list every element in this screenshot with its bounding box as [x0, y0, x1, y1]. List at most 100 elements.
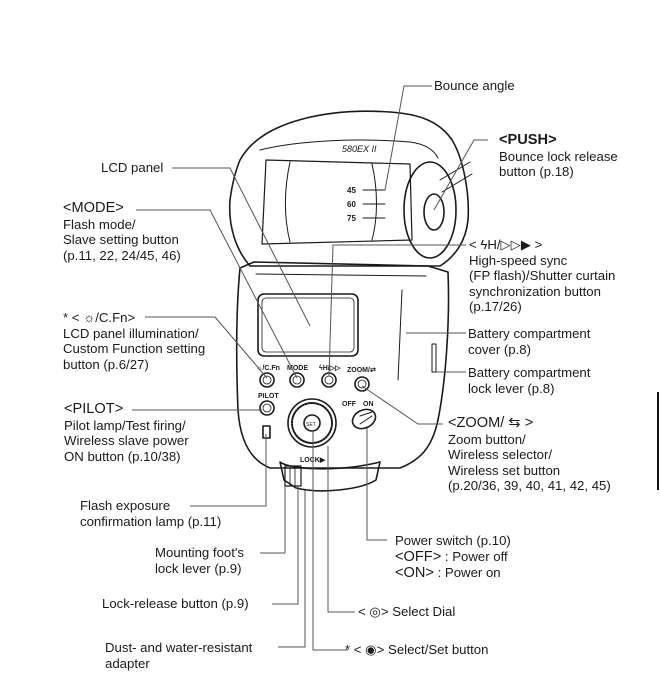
lcd-panel	[257, 293, 359, 357]
foot-lock-lever[interactable]	[284, 465, 302, 487]
battery-cover-line-1: Battery compartment	[468, 326, 591, 341]
pilot-line-2: Wireless slave power	[64, 433, 189, 449]
fec-line-1: Flash exposure	[80, 498, 171, 513]
hs-sync-line-1: High-speed sync	[469, 252, 568, 268]
label-push: <PUSH> Bounce lock release button (p.18)	[499, 132, 618, 180]
light-cfn-line-3: button (p.6/27)	[63, 356, 149, 372]
label-fec-lamp: Flash exposure confirmation lamp (p.11)	[80, 498, 221, 529]
power-off-text: : Power off	[441, 548, 508, 564]
pilot-key: <PILOT>	[64, 401, 124, 417]
leader-hs	[328, 244, 466, 377]
hs-sync-button-inner	[324, 375, 334, 385]
flash-head-outline	[228, 110, 470, 267]
leader-zoom	[361, 385, 443, 425]
label-mode: <MODE> Flash mode/ Slave setting button …	[63, 200, 181, 263]
bounce-pivot	[403, 161, 457, 259]
zoom-line-1: Zoom button/	[448, 431, 526, 447]
pilot-button-inner	[262, 403, 272, 413]
hs-sync-key: < ϟH/▷▷▶ >	[469, 237, 543, 252]
power-off-key: <OFF>	[395, 548, 442, 565]
bounce-angle-text: Bounce angle	[434, 78, 515, 93]
power-on-key: <ON>	[395, 565, 434, 582]
battery-cover-seam	[397, 289, 403, 381]
bounce-mark-45: 45	[347, 186, 356, 195]
leader-fec	[190, 434, 267, 507]
pilot-button[interactable]	[259, 400, 275, 416]
mode-button-inner	[292, 375, 302, 385]
select-dial-text: Select Dial	[388, 604, 456, 619]
light-cfn-mark: ☼/C.Fn	[256, 365, 280, 372]
leader-select-dial	[327, 446, 355, 613]
fresnel-left	[285, 161, 291, 243]
pivot-grip	[439, 161, 473, 193]
label-lock-release: Lock-release button (p.9)	[102, 596, 249, 612]
select-dial-key: < ◎>	[358, 604, 389, 619]
zoom-button-inner	[357, 379, 367, 389]
mode-button[interactable]	[289, 372, 305, 388]
leader-bounce-angle	[384, 85, 432, 191]
mode-line-2: Slave setting button	[63, 232, 179, 248]
light-cfn-line-2: Custom Function setting	[63, 341, 206, 357]
model-text: 580EX II	[342, 144, 377, 154]
select-set-key: * < ◉>	[345, 642, 385, 657]
leader-foot-lever	[260, 486, 286, 554]
push-line-2: button (p.18)	[499, 164, 574, 180]
label-light-cfn: * < ☼/C.Fn> LCD panel illumination/ Cust…	[63, 310, 205, 372]
label-bounce-angle: Bounce angle	[434, 78, 515, 94]
battery-cover-line-2: cover (p.8)	[468, 341, 532, 357]
power-switch-detail	[359, 411, 373, 425]
leader-lcd	[172, 167, 311, 327]
leader-mode	[136, 209, 298, 379]
bounce-mark-60: 60	[347, 200, 356, 209]
label-foot-lever: Mounting foot's lock lever (p.9)	[155, 545, 244, 576]
lcd-panel-text: LCD panel	[101, 160, 164, 175]
mode-mark: MODE	[287, 365, 308, 372]
light-cfn-line-1: LCD panel illumination/	[63, 325, 199, 341]
label-select-dial: < ◎> Select Dial	[358, 604, 455, 620]
flash-unit: 580EX II 45 60 75	[228, 110, 473, 492]
hs-sync-line-4: (p.17/26)	[469, 299, 522, 315]
label-battery-lock: Battery compartment lock lever (p.8)	[468, 365, 590, 396]
label-power-switch: Power switch (p.10) <OFF> : Power off <O…	[395, 533, 511, 582]
label-battery-cover: Battery compartment cover (p.8)	[468, 326, 590, 357]
label-hs-sync: < ϟH/▷▷▶ > High-speed sync (FP flash)/Sh…	[469, 237, 615, 315]
pilot-line-3: ON button (p.10/38)	[64, 448, 181, 464]
select-dial[interactable]	[287, 398, 337, 448]
off-mark: OFF	[342, 401, 357, 408]
power-switch[interactable]	[349, 406, 378, 432]
battery-lock-line-1: Battery compartment	[468, 365, 591, 380]
leader-dust	[278, 490, 306, 648]
label-select-set: * < ◉> Select/Set button	[345, 642, 488, 658]
foot-lever-line-2: lock lever (p.9)	[155, 560, 242, 576]
power-line-1: Power switch (p.10)	[395, 533, 511, 548]
push-line-1: Bounce lock release	[499, 148, 618, 164]
pilot-mark: PILOT	[258, 393, 279, 400]
select-set-button[interactable]	[303, 414, 321, 432]
label-zoom: <ZOOM/ ⇆ > Zoom button/ Wireless selecto…	[448, 415, 611, 494]
body-top-edge	[255, 273, 427, 277]
flash-head-front-panel	[261, 159, 413, 245]
light-cfn-key: * < ☼/C.Fn>	[63, 310, 136, 325]
push-button[interactable]	[423, 193, 445, 231]
on-mark: ON	[363, 401, 374, 408]
mode-line-1: Flash mode/	[63, 216, 136, 232]
mode-key: <MODE>	[63, 200, 124, 216]
fresnel-right	[371, 163, 377, 241]
leader-power	[366, 428, 387, 541]
pilot-line-1: Pilot lamp/Test firing/	[64, 417, 186, 433]
battery-lock-lever	[431, 343, 437, 373]
lock-release-text: Lock-release button (p.9)	[102, 596, 249, 611]
dust-line-1: Dust- and water-resistant	[105, 640, 253, 655]
mode-line-3: (p.11, 22, 24/45, 46)	[63, 247, 181, 263]
select-dial-knurl	[291, 402, 333, 444]
leader-select-set	[312, 431, 348, 651]
zoom-line-2: Wireless selector/	[448, 447, 553, 463]
light-cfn-button[interactable]	[259, 372, 275, 388]
zoom-button[interactable]	[354, 376, 370, 392]
select-set-text: Select/Set button	[384, 642, 489, 657]
hs-mark: ϟH/▷▷	[319, 365, 341, 372]
hs-sync-line-2: (FP flash)/Shutter curtain	[469, 268, 616, 284]
set-mark: SET	[306, 422, 316, 428]
zoom-key: <ZOOM/ ⇆ >	[448, 415, 534, 431]
